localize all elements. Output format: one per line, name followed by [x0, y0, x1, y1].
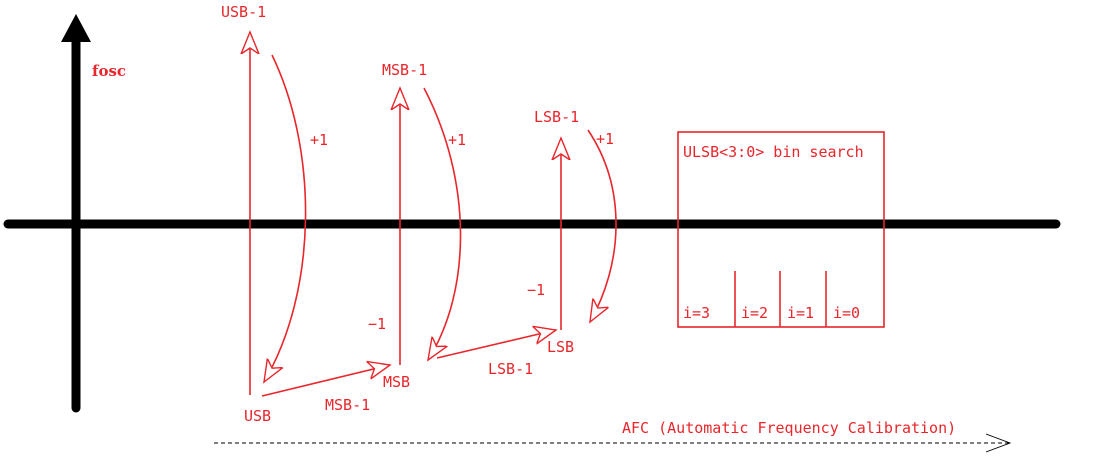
- lsb-curve-arrow: [587, 129, 617, 322]
- bin-cell: i=0: [833, 304, 860, 322]
- step-msb-label: MSB-1: [325, 396, 370, 414]
- bin-cell: i=3: [683, 304, 710, 322]
- afc-label: AFC (Automatic Frequency Calibration): [622, 419, 956, 437]
- msb-minus-label: −1: [368, 315, 386, 333]
- lsb-minus-label: −1: [527, 281, 545, 299]
- usb-to-msb-arrow: [261, 365, 390, 397]
- msb-top-label: MSB-1: [382, 61, 427, 79]
- msb-to-lsb-arrow: [436, 330, 556, 359]
- usb-bottom-label: USB: [244, 407, 271, 425]
- lsb-plus-label: +1: [596, 130, 614, 148]
- lsb-top-label: LSB-1: [534, 108, 579, 126]
- usb-top-label: USB-1: [221, 3, 266, 21]
- msb-curve-arrow: [423, 87, 462, 360]
- msb-plus-label: +1: [448, 131, 466, 149]
- usb-plus-label: +1: [310, 131, 328, 149]
- y-axis-arrowhead: [61, 14, 91, 42]
- lsb-bottom-label: LSB: [547, 338, 574, 356]
- msb-bottom-label: MSB: [383, 373, 410, 391]
- bin-search-box: [677, 131, 885, 328]
- step-lsb-label: LSB-1: [488, 360, 533, 378]
- y-axis-label: fosc: [92, 62, 126, 80]
- usb-curve-arrow: [264, 54, 307, 382]
- bin-cell: i=1: [787, 304, 814, 322]
- bin-cell: i=2: [741, 304, 768, 322]
- bin-search-title: ULSB<3:0> bin search: [683, 143, 864, 161]
